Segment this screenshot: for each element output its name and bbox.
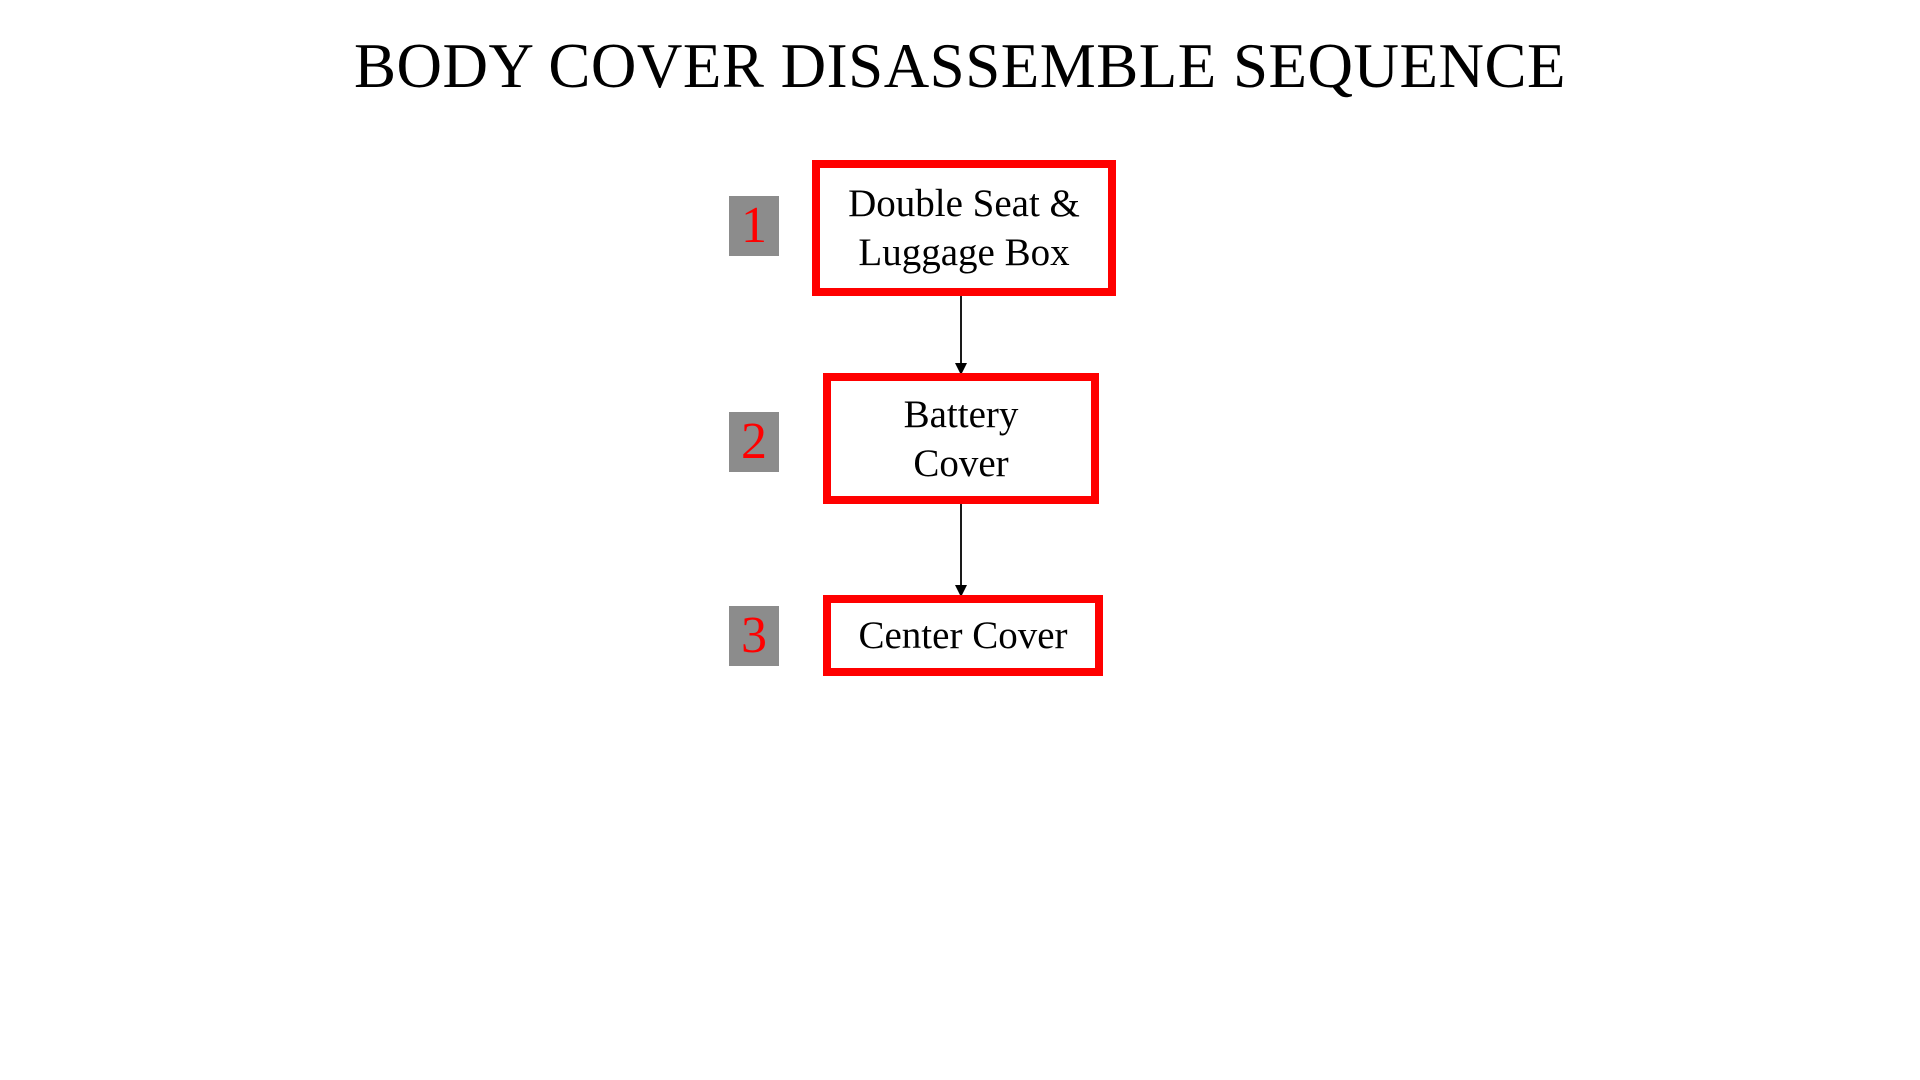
step-2-label: Battery Cover — [904, 390, 1019, 488]
step-2-number-badge: 2 — [729, 412, 779, 472]
step-3-box: Center Cover — [823, 595, 1103, 676]
step-1-label-line-1: Double Seat & — [848, 182, 1080, 225]
step-1-number-badge: 1 — [729, 196, 779, 256]
step-2-label-line-1: Battery — [903, 392, 1019, 436]
step-1-box: Double Seat & Luggage Box — [812, 160, 1116, 296]
step-2-box: Battery Cover — [823, 373, 1099, 504]
diagram-title: BODY COVER DISASSEMBLE SEQUENCE — [353, 31, 1566, 101]
step-2-label-line-2: Cover — [913, 441, 1009, 485]
step-3-label: Center Cover — [858, 611, 1067, 660]
step-3-number-badge: 3 — [729, 606, 779, 666]
step-1-label: Double Seat & Luggage Box — [848, 179, 1080, 277]
step-3-label-line-1: Center Cover — [858, 614, 1068, 657]
step-1-label-line-2: Luggage Box — [858, 231, 1070, 274]
